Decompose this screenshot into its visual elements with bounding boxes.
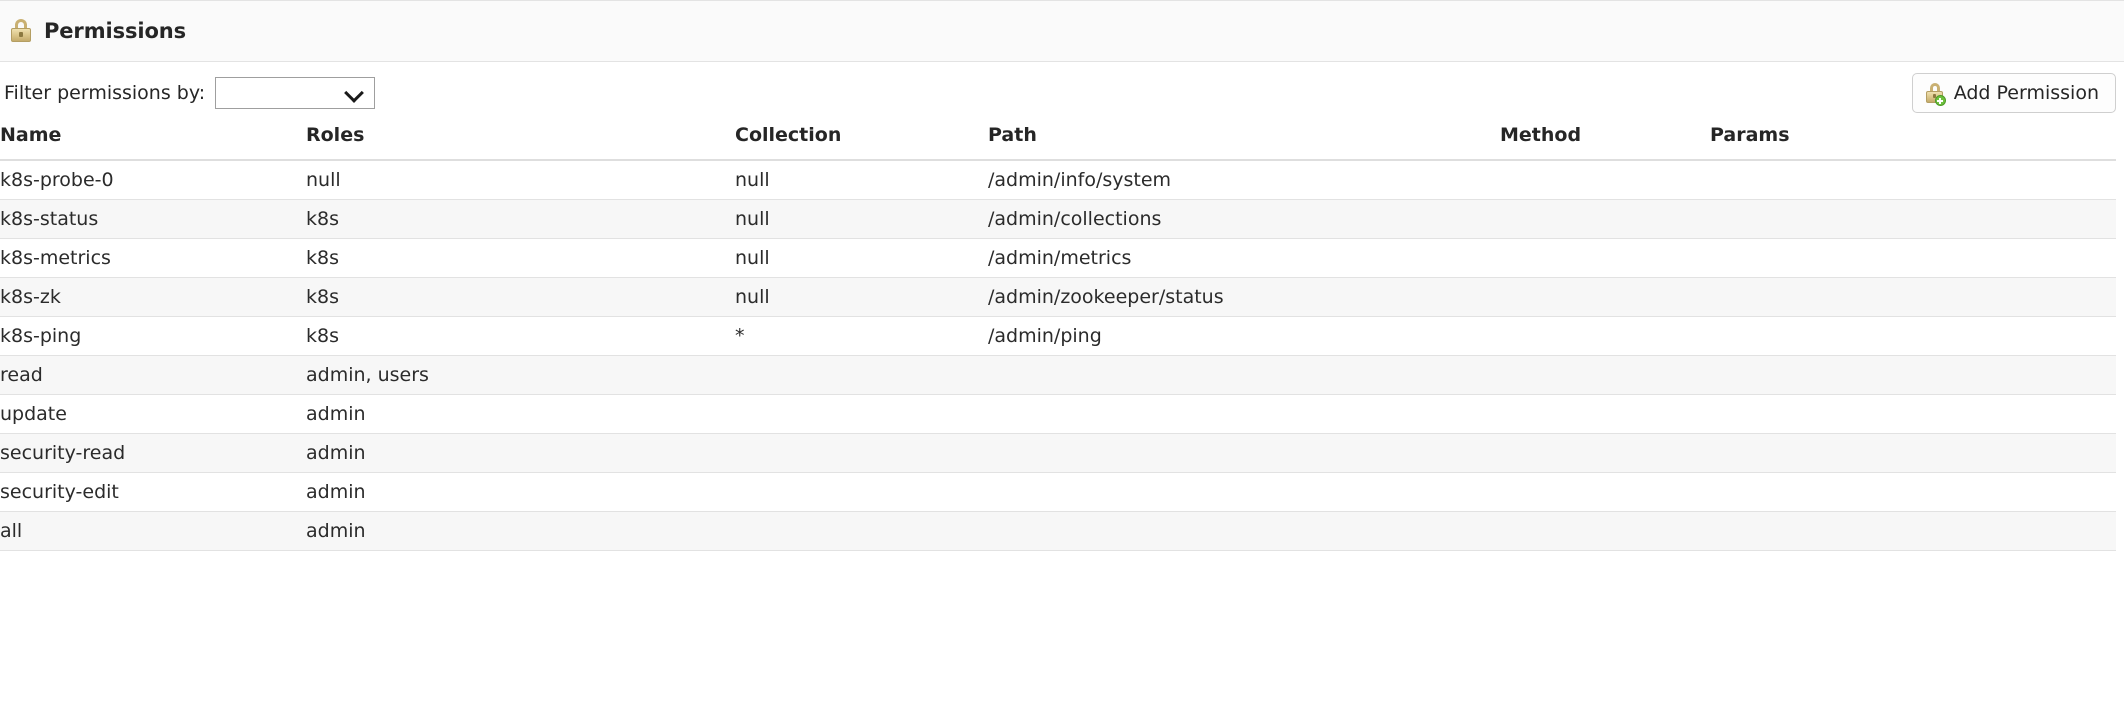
cell-path xyxy=(988,511,1500,551)
cell-params xyxy=(1710,433,2116,473)
cell-roles: admin, users xyxy=(306,355,735,395)
cell-method xyxy=(1500,355,1710,395)
cell-path: /admin/info/system xyxy=(988,160,1500,200)
cell-params xyxy=(1710,238,2116,278)
cell-path: /admin/collections xyxy=(988,199,1500,239)
cell-name: all xyxy=(0,511,306,551)
cell-collection xyxy=(735,355,988,395)
cell-collection xyxy=(735,394,988,434)
cell-roles: admin xyxy=(306,511,735,551)
cell-params xyxy=(1710,199,2116,239)
cell-path: /admin/metrics xyxy=(988,238,1500,278)
cell-collection: null xyxy=(735,199,988,239)
cell-params xyxy=(1710,472,2116,512)
cell-method xyxy=(1500,394,1710,434)
permissions-table-wrap: Name Roles Collection Path Method Params… xyxy=(0,124,2124,551)
cell-params xyxy=(1710,277,2116,317)
cell-collection: null xyxy=(735,160,988,200)
cell-method xyxy=(1500,433,1710,473)
cell-path xyxy=(988,433,1500,473)
cell-path xyxy=(988,394,1500,434)
cell-roles: null xyxy=(306,160,735,200)
page-title: Permissions xyxy=(44,19,187,43)
cell-method xyxy=(1500,238,1710,278)
cell-roles: admin xyxy=(306,472,735,512)
cell-method xyxy=(1500,277,1710,317)
cell-roles: admin xyxy=(306,433,735,473)
cell-path: /admin/ping xyxy=(988,316,1500,356)
cell-roles: k8s xyxy=(306,238,735,278)
cell-path xyxy=(988,355,1500,395)
cell-name: security-read xyxy=(0,433,306,473)
cell-name: k8s-status xyxy=(0,199,306,239)
column-header-roles[interactable]: Roles xyxy=(306,124,735,161)
column-header-path[interactable]: Path xyxy=(988,124,1500,161)
add-permission-button[interactable]: Add Permission xyxy=(1911,73,2116,113)
cell-collection: * xyxy=(735,316,988,356)
cell-roles: k8s xyxy=(306,199,735,239)
table-header: Name Roles Collection Path Method Params xyxy=(0,124,2116,161)
cell-name: k8s-probe-0 xyxy=(0,160,306,200)
permissions-toolbar: Filter permissions by: Add Permission xyxy=(0,62,2124,124)
column-header-name[interactable]: Name xyxy=(0,124,306,161)
cell-name: update xyxy=(0,394,306,434)
cell-method xyxy=(1500,316,1710,356)
cell-name: k8s-metrics xyxy=(0,238,306,278)
cell-params xyxy=(1710,160,2116,200)
cell-params xyxy=(1710,394,2116,434)
filter-label: Filter permissions by: xyxy=(4,82,206,104)
cell-roles: admin xyxy=(306,394,735,434)
cell-collection xyxy=(735,472,988,512)
cell-name: read xyxy=(0,355,306,395)
cell-collection: null xyxy=(735,238,988,278)
cell-method xyxy=(1500,160,1710,200)
cell-path: /admin/zookeeper/status xyxy=(988,277,1500,317)
add-permission-label: Add Permission xyxy=(1953,82,2099,104)
cell-path xyxy=(988,472,1500,512)
cell-params xyxy=(1710,511,2116,551)
cell-method xyxy=(1500,472,1710,512)
lock-icon xyxy=(10,19,32,43)
chevron-down-icon xyxy=(344,83,365,103)
cell-params xyxy=(1710,355,2116,395)
column-header-params[interactable]: Params xyxy=(1710,124,2116,161)
table-header-row: Name Roles Collection Path Method Params xyxy=(0,124,2116,161)
column-header-collection[interactable]: Collection xyxy=(735,124,988,161)
cell-collection: null xyxy=(735,277,988,317)
cell-collection xyxy=(735,511,988,551)
cell-method xyxy=(1500,199,1710,239)
panel-header: Permissions xyxy=(0,0,2124,62)
cell-name: k8s-zk xyxy=(0,277,306,317)
permissions-table: Name Roles Collection Path Method Params… xyxy=(0,124,2116,551)
cell-roles: k8s xyxy=(306,316,735,356)
filter-permissions-select[interactable] xyxy=(215,77,376,109)
cell-params xyxy=(1710,316,2116,356)
cell-roles: k8s xyxy=(306,277,735,317)
column-header-method[interactable]: Method xyxy=(1500,124,1710,161)
cell-name: security-edit xyxy=(0,472,306,512)
cell-name: k8s-ping xyxy=(0,316,306,356)
cell-method xyxy=(1500,511,1710,551)
cell-collection xyxy=(735,433,988,473)
lock-add-icon xyxy=(1925,82,1946,106)
